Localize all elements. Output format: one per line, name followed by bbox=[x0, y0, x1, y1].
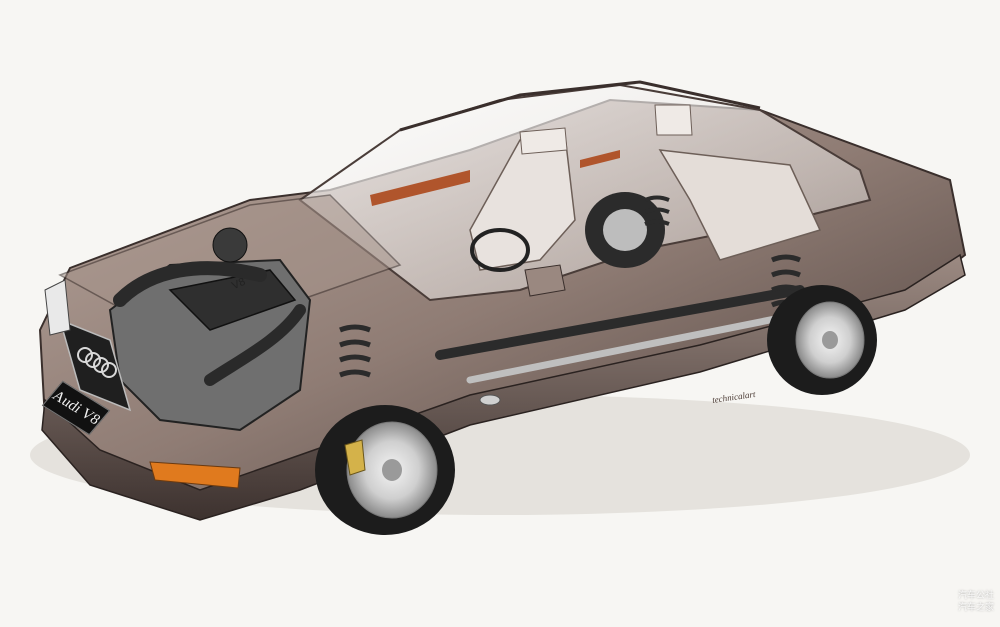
watermark-line-2: 汽车之家 bbox=[957, 603, 994, 613]
steering-wheel bbox=[470, 228, 530, 272]
indicator-light bbox=[149, 461, 241, 489]
wood-trim-rear bbox=[580, 150, 620, 168]
front-brake-caliper bbox=[344, 439, 366, 476]
headrest-front bbox=[519, 127, 568, 155]
rear-seat bbox=[658, 149, 822, 261]
door-handle bbox=[479, 394, 501, 406]
headlight bbox=[44, 279, 71, 336]
intake-pipe-2 bbox=[204, 304, 306, 386]
wood-trim bbox=[370, 170, 470, 206]
rear-hub bbox=[822, 331, 838, 349]
spare-rim bbox=[603, 209, 647, 251]
reservoir-cap bbox=[212, 227, 248, 263]
watermark: 汽车公社 汽车之家 bbox=[958, 590, 994, 614]
headrest bbox=[654, 104, 693, 136]
front-hub bbox=[382, 459, 402, 481]
roof-line bbox=[399, 80, 761, 132]
side-mirror bbox=[524, 264, 566, 297]
rear-coil-spring bbox=[771, 254, 801, 308]
audi-rings bbox=[77, 347, 117, 378]
watermark-line-1: 汽车公社 bbox=[957, 591, 994, 601]
intake-pipe bbox=[113, 261, 267, 307]
exhaust bbox=[466, 306, 824, 384]
driveshaft bbox=[435, 285, 805, 360]
car-lower-panel bbox=[41, 253, 966, 521]
front-coil-spring bbox=[339, 324, 371, 378]
rear-spring-top bbox=[644, 195, 670, 226]
